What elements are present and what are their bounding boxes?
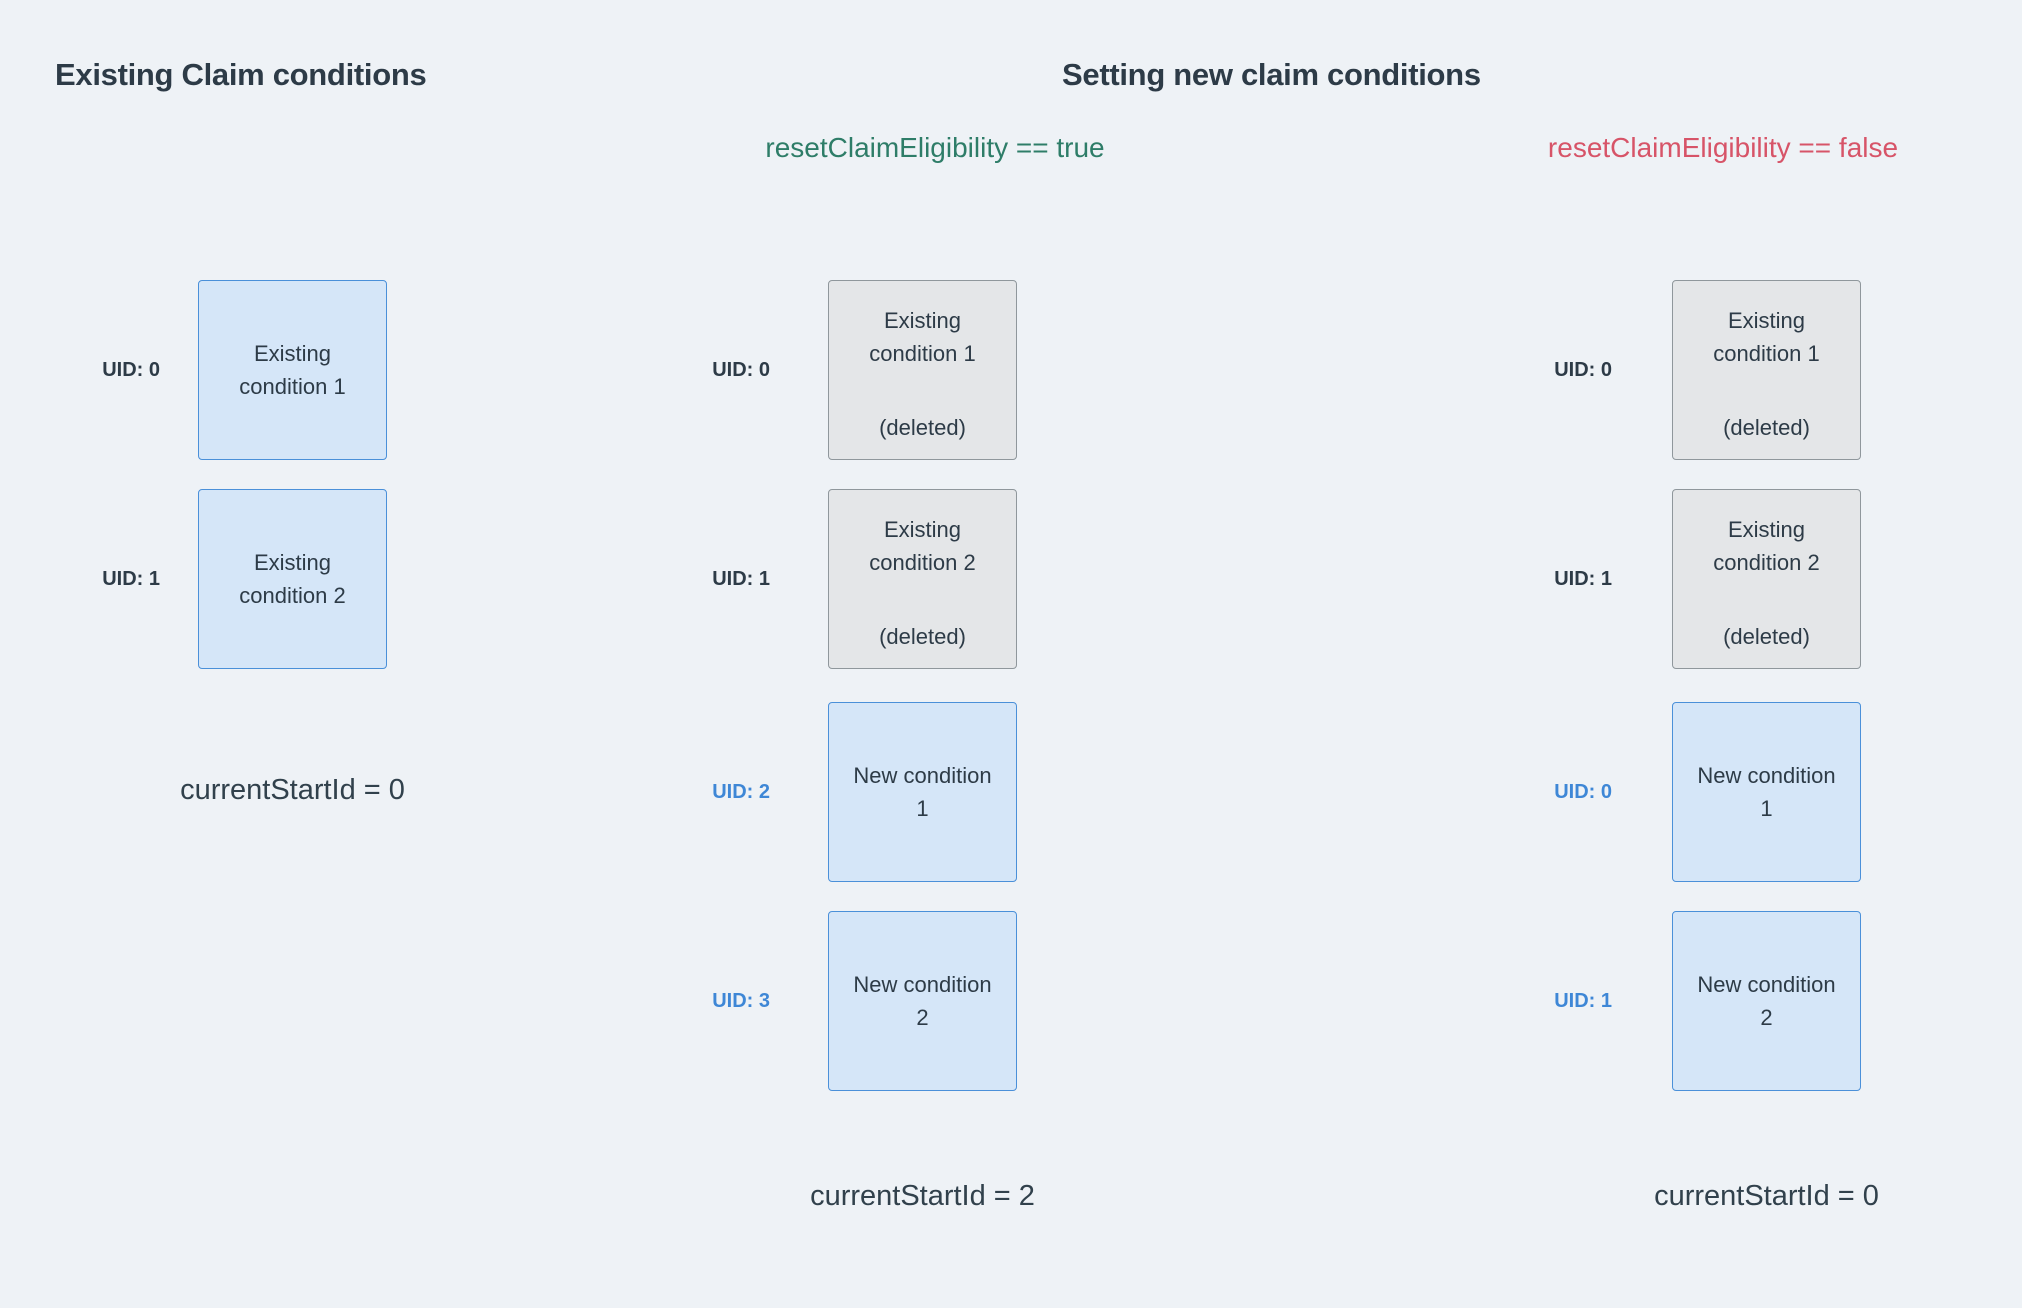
condition-box-line: condition 2	[869, 550, 976, 575]
condition-box-line: 1	[916, 796, 929, 821]
condition-box-line: condition 1	[869, 341, 976, 366]
current-start-id-reset-true: currentStartId = 2	[810, 1180, 1035, 1212]
condition-box-line: 1	[1760, 796, 1773, 821]
current-start-id-existing: currentStartId = 0	[180, 774, 405, 806]
uid-label: UID: 0	[1554, 780, 1612, 803]
condition-box-line: Existing	[1727, 308, 1806, 333]
condition-box-line: condition 1	[1713, 341, 1820, 366]
condition-box-line: Existing	[883, 517, 962, 542]
condition-box-line: Existing	[1727, 517, 1806, 542]
condition-box-new-1: New condition 1	[1672, 702, 1861, 882]
condition-box-line: Existing	[883, 308, 962, 333]
condition-box-deleted-1: Existing condition 1 (deleted)	[828, 280, 1017, 460]
uid-label: UID: 0	[712, 358, 770, 381]
uid-label: UID: 0	[1554, 358, 1612, 381]
condition-box-existing-1: Existing condition 1	[198, 280, 387, 460]
condition-box-line: New condition	[1697, 763, 1836, 788]
current-start-id-reset-false: currentStartId = 0	[1654, 1180, 1879, 1212]
heading-existing-claim-conditions: Existing Claim conditions	[55, 57, 427, 92]
scenario-label-reset-true: resetClaimEligibility == true	[765, 132, 1105, 163]
condition-box-line: Existing	[253, 550, 332, 575]
condition-box-new-1: New condition 1	[828, 702, 1017, 882]
condition-box-line: condition 1	[239, 374, 346, 399]
condition-box-line: Existing	[253, 341, 332, 366]
condition-box-line: 2	[916, 1005, 929, 1030]
condition-box-deleted-2: Existing condition 2 (deleted)	[1672, 489, 1861, 669]
condition-box-line: New condition	[1697, 972, 1836, 997]
uid-label: UID: 2	[712, 780, 770, 803]
uid-label: UID: 1	[102, 567, 160, 590]
heading-setting-new-claim-conditions: Setting new claim conditions	[1062, 57, 1481, 92]
condition-box-line: New condition	[853, 763, 992, 788]
condition-box-deleted-1: Existing condition 1 (deleted)	[1672, 280, 1861, 460]
condition-box-deleted-2: Existing condition 2 (deleted)	[828, 489, 1017, 669]
uid-label: UID: 1	[1554, 989, 1612, 1012]
deleted-note: (deleted)	[1723, 415, 1810, 440]
condition-box-new-2: New condition 2	[828, 911, 1017, 1091]
deleted-note: (deleted)	[879, 624, 966, 649]
scenario-label-reset-false: resetClaimEligibility == false	[1547, 132, 1899, 163]
uid-label: UID: 3	[712, 989, 770, 1012]
condition-box-line: condition 2	[1713, 550, 1820, 575]
uid-label: UID: 0	[102, 358, 160, 381]
condition-box-line: condition 2	[239, 583, 346, 608]
uid-label: UID: 1	[1554, 567, 1612, 590]
deleted-note: (deleted)	[879, 415, 966, 440]
uid-label: UID: 1	[712, 567, 770, 590]
deleted-note: (deleted)	[1723, 624, 1810, 649]
condition-box-line: 2	[1760, 1005, 1773, 1030]
condition-box-line: New condition	[853, 972, 992, 997]
condition-box-existing-2: Existing condition 2	[198, 489, 387, 669]
condition-box-new-2: New condition 2	[1672, 911, 1861, 1091]
